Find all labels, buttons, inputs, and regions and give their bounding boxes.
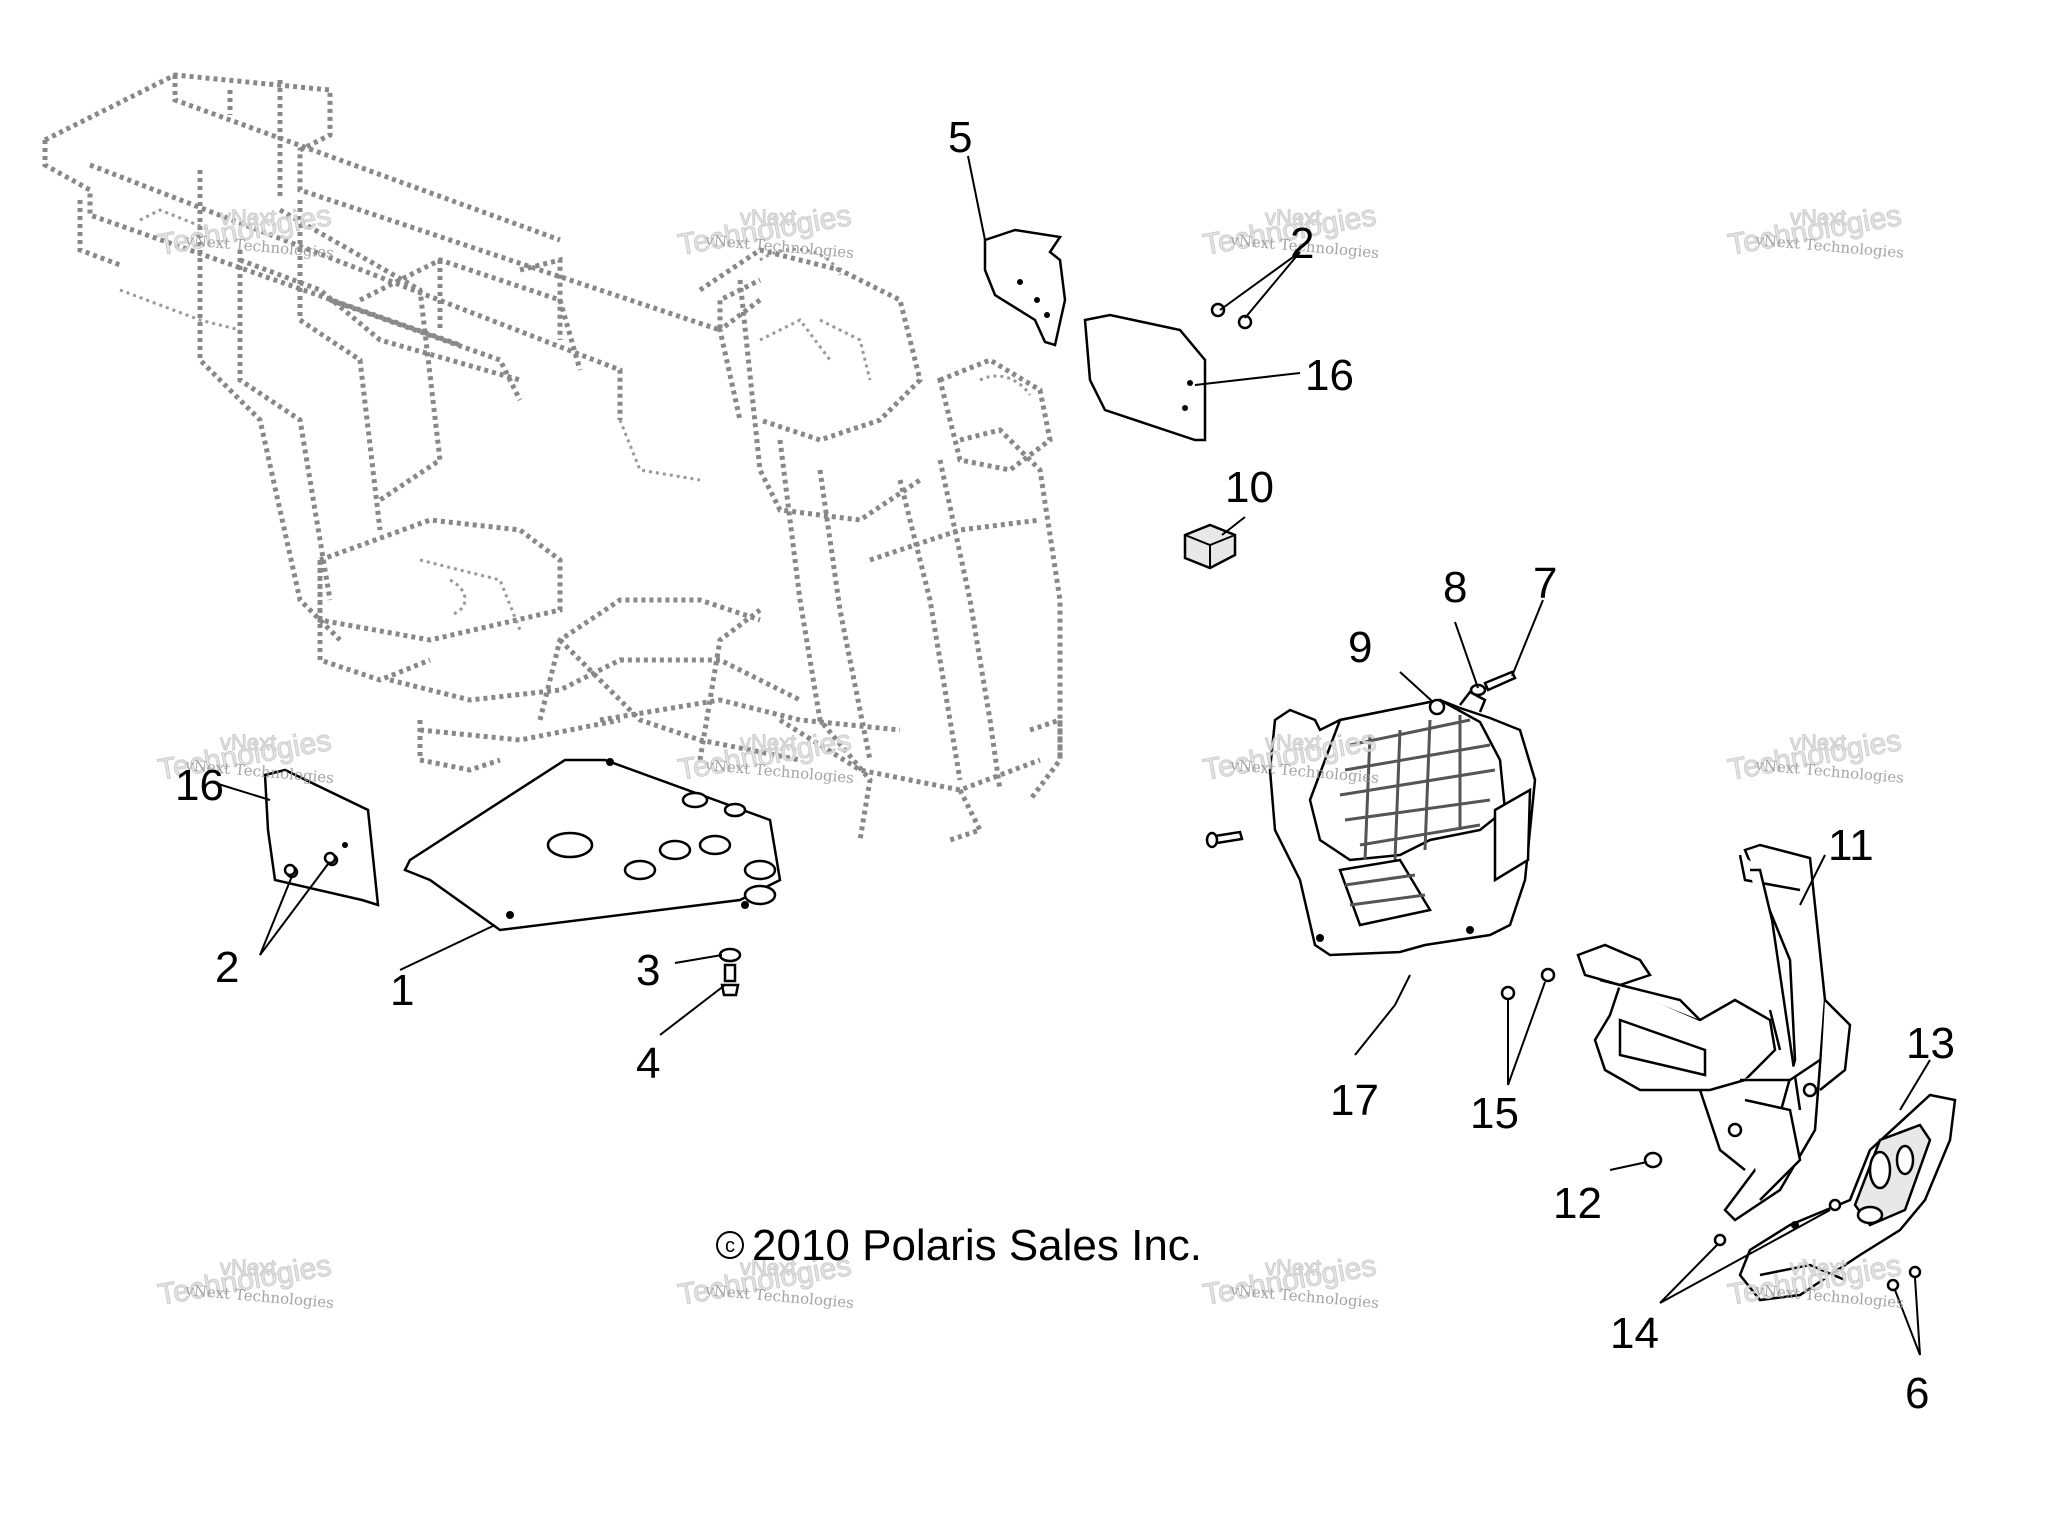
- upper-side-panel: [1083, 313, 1207, 442]
- callout-2-upper: 2: [1290, 219, 1314, 268]
- callout-15: 15: [1470, 1089, 1519, 1138]
- grille-screws: [1500, 967, 1556, 1001]
- callout-10: 10: [1225, 463, 1274, 512]
- callout-6: 6: [1905, 1369, 1929, 1418]
- lower-skid-guard: [1738, 1093, 1957, 1302]
- watermark-small-1: vNext: [220, 205, 276, 230]
- callout-2-left: 2: [215, 943, 239, 992]
- watermark-small-12: vNext: [1790, 1255, 1846, 1280]
- front-grille: [1268, 690, 1537, 957]
- watermark-small-4: vNext: [1790, 205, 1846, 230]
- watermark-small-10: vNext: [740, 1255, 796, 1280]
- callout-11: 11: [1828, 821, 1874, 870]
- bumper-nut: [1643, 1151, 1663, 1169]
- callout-1: 1: [390, 966, 414, 1015]
- watermark-small-9: vNext: [220, 1255, 276, 1280]
- watermark-small-11: vNext: [1265, 1255, 1321, 1280]
- callout-7: 7: [1533, 559, 1557, 608]
- upper-bracket: [983, 228, 1067, 347]
- watermark-small-5: vNext: [220, 730, 276, 755]
- callout-16-upper: 16: [1305, 351, 1354, 400]
- callout-12: 12: [1553, 1179, 1602, 1228]
- skid-plate: [403, 758, 782, 932]
- callout-16-left: 16: [175, 761, 224, 810]
- vehicle-frame-outline: [42, 72, 1063, 843]
- grille-fasteners: [1205, 670, 1517, 849]
- watermark-small-6: vNext: [740, 730, 796, 755]
- copyright-text: 2010 Polaris Sales Inc.: [752, 1221, 1202, 1270]
- watermark-small-8: vNext: [1790, 730, 1846, 755]
- callout-labels: 1 2 2 3 4 5 6 7 8 9 10 11 12 13 14 15 16…: [175, 113, 1955, 1418]
- copyright-symbol: c: [725, 1235, 735, 1257]
- copyright-circle-icon: [716, 1231, 744, 1259]
- callout-5: 5: [948, 113, 972, 162]
- washer-and-bolt: [718, 947, 742, 997]
- watermarks: Technologies Technologies Technologies T…: [155, 198, 1905, 1312]
- upper-clips: [1210, 302, 1253, 330]
- leader-lines: [214, 155, 1931, 1356]
- lower-left-clips: [283, 851, 337, 877]
- left-side-panel: [263, 768, 380, 907]
- callout-8: 8: [1443, 563, 1467, 612]
- front-bumper: [1576, 843, 1852, 1222]
- watermark-small-2: vNext: [740, 205, 796, 230]
- callout-17: 17: [1330, 1076, 1379, 1125]
- skid-guard-fasteners: [1713, 1198, 1922, 1292]
- callout-14: 14: [1610, 1309, 1659, 1358]
- copyright-notice: c 2010 Polaris Sales Inc.: [716, 1221, 1202, 1270]
- watermark-small-7: vNext: [1265, 730, 1321, 755]
- callout-3: 3: [636, 946, 660, 995]
- callout-13: 13: [1906, 1019, 1955, 1068]
- callout-4: 4: [636, 1039, 660, 1088]
- watermark-small-3: vNext: [1265, 205, 1321, 230]
- bumper-pad: [1183, 523, 1237, 570]
- callout-9: 9: [1348, 623, 1372, 672]
